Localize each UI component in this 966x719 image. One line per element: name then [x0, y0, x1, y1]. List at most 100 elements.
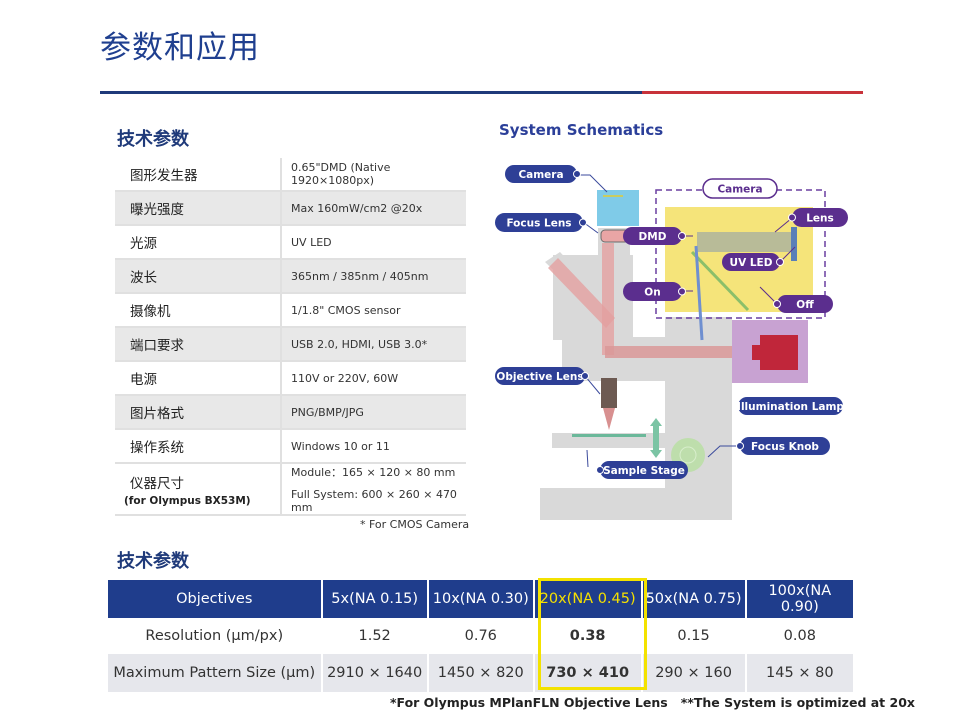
callout-dot: [773, 300, 781, 308]
label-text: On: [644, 287, 660, 299]
objectives-cell: 0.15: [641, 618, 747, 654]
spec-footnote: * For CMOS Camera: [360, 518, 470, 531]
light-path: [605, 346, 740, 358]
objectives-cell: 145 × 80: [745, 654, 856, 692]
lamp-shape: [752, 335, 798, 370]
callout-dot: [678, 287, 686, 296]
label-uv-led: UV LED: [722, 253, 784, 271]
objectives-header-cell: 100x(NA 0.90): [745, 580, 856, 618]
label-sample-stage: Sample Stage: [596, 461, 688, 479]
highlight-20x-column: [538, 578, 647, 690]
objectives-row-label: Maximum Pattern Size (μm): [108, 654, 323, 692]
objectives-cell: 1.52: [321, 618, 429, 654]
objectives-header-cell: 50x(NA 0.75): [641, 580, 747, 618]
objectives-cell: 0.38: [533, 618, 643, 654]
spec-value-full: Full System: 600 × 260 × 470 mm: [291, 488, 457, 514]
callout-dot: [736, 442, 744, 450]
label-dmd: DMD: [623, 227, 686, 245]
label-text: Illumination Lamp: [737, 401, 844, 413]
objectives-cell: 730 × 410: [533, 654, 643, 692]
callout-dot: [579, 218, 587, 227]
callout-dot: [776, 258, 784, 266]
spec-key: 图片格式: [115, 395, 282, 430]
title-divider-red: [642, 91, 863, 94]
spec-key: 图形发生器: [115, 158, 282, 192]
title-divider-blue: [100, 91, 642, 94]
page-title: 参数和应用: [100, 30, 260, 66]
label-text: Camera: [518, 169, 563, 181]
objectives-header-cell: 10x(NA 0.30): [427, 580, 535, 618]
spec-value: Windows 10 or 11: [281, 429, 466, 464]
label-text: Focus Lens: [506, 218, 571, 230]
label-camera: Camera: [505, 165, 581, 183]
objectives-cell: 2910 × 1640: [321, 654, 429, 692]
spec-key: 操作系统: [115, 429, 282, 464]
label-text: Focus Knob: [751, 441, 819, 453]
label-text: DMD: [639, 231, 667, 243]
label-text: Off: [796, 299, 814, 311]
spec-value: 365nm / 385nm / 405nm: [281, 259, 466, 294]
callout-dot: [596, 466, 604, 474]
spec-row-size: 仪器尺寸 (for Olympus BX53M) Module：165 × 120…: [115, 463, 466, 516]
objectives-cell: 0.08: [745, 618, 856, 654]
spec-value: Max 160mW/cm2 @20x: [281, 191, 466, 226]
objectives-header-cell: Objectives: [108, 580, 323, 618]
spec-heading: 技术参数: [117, 129, 189, 150]
callout-dot: [788, 213, 796, 222]
objectives-cell: 290 × 160: [641, 654, 747, 692]
spec-key: 仪器尺寸: [130, 475, 184, 492]
label-focus-knob: Focus Knob: [736, 437, 830, 455]
spec-value-module: Module：165 × 120 × 80 mm: [291, 466, 456, 479]
spec-value: 1/1.8" CMOS sensor: [281, 293, 466, 328]
label-objective-lens: Objective Lens: [495, 367, 589, 385]
sample-slide: [572, 434, 646, 437]
label-text: Camera: [717, 184, 762, 196]
objectives-cell: 0.76: [427, 618, 535, 654]
callout-dot: [678, 232, 686, 240]
uv-led-shape: [791, 227, 797, 261]
spec-value: UV LED: [281, 225, 466, 260]
spec-key: 曝光强度: [115, 191, 282, 226]
spec-value: 110V or 220V, 60W: [281, 361, 466, 396]
focus-arrow: [650, 418, 662, 458]
label-text: Sample Stage: [603, 465, 685, 477]
spec-key-sub: (for Olympus BX53M): [124, 494, 251, 507]
label-module-camera: Camera: [702, 178, 778, 199]
label-focus-lens: Focus Lens: [495, 213, 587, 232]
spec-key: 端口要求: [115, 327, 282, 362]
objectives-heading: 技术参数: [117, 551, 189, 572]
label-text: Lens: [806, 213, 834, 225]
label-text: UV LED: [730, 257, 773, 269]
schematic-title: System Schematics: [499, 121, 664, 139]
label-on: On: [623, 282, 686, 301]
label-off: Off: [773, 295, 833, 313]
spec-value: 0.65"DMD (Native 1920×1080px): [281, 158, 466, 192]
spec-key: 摄像机: [115, 293, 282, 328]
objectives-cell: 1450 × 820: [427, 654, 535, 692]
objectives-row-label: Resolution (μm/px): [108, 618, 323, 654]
spec-value: USB 2.0, HDMI, USB 3.0*: [281, 327, 466, 362]
spec-value: PNG/BMP/JPG: [281, 395, 466, 430]
objectives-header-cell: 20x(NA 0.45): [533, 580, 643, 618]
label-illumination-lamp: Illumination Lamp: [737, 397, 844, 415]
objectives-header-cell: 5x(NA 0.15): [321, 580, 429, 618]
spec-key: 光源: [115, 225, 282, 260]
callout-dot: [581, 372, 589, 380]
objective-lens-shape: [601, 378, 617, 408]
label-lens: Lens: [788, 208, 848, 227]
callout-dot: [573, 170, 581, 178]
spec-key: 电源: [115, 361, 282, 396]
